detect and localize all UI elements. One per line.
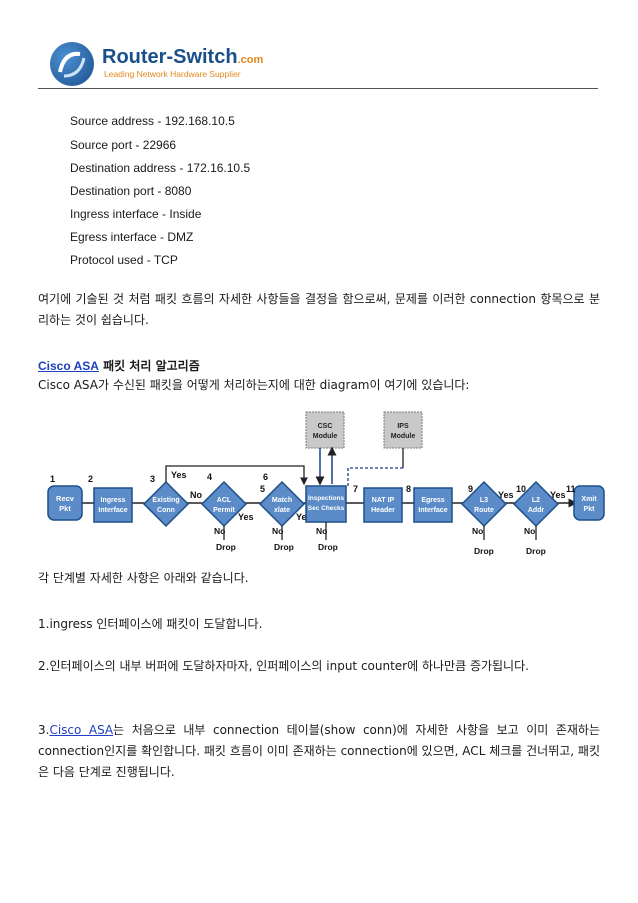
yes-label-4: Yes	[238, 512, 254, 522]
step-recv-pkt: Recv Pkt 1	[47, 474, 83, 521]
svg-text:4: 4	[207, 472, 212, 482]
csc-module: CSC Module	[305, 411, 345, 486]
svg-text:Ingress: Ingress	[101, 497, 126, 504]
section-title: 패킷 처리 알고리즘	[98, 359, 200, 373]
svg-text:xlate: xlate	[274, 507, 290, 514]
spec-protocol: Protocol used - TCP	[70, 253, 178, 267]
yes-label-10: Yes	[550, 490, 566, 500]
step-acl-permit: ACL Permit 4 No Drop	[200, 472, 248, 552]
spec-destination-address: Destination address - 172.16.10.5	[70, 161, 251, 175]
svg-text:Egress: Egress	[421, 497, 444, 504]
svg-text:Match: Match	[272, 497, 292, 504]
ips-module: IPS Module	[347, 411, 423, 486]
step-ingress-interface: Ingress Interface 2	[88, 474, 133, 523]
spec-destination-port: Destination port - 8080	[70, 184, 192, 198]
logo-tagline: Leading Network Hardware Supplier	[104, 69, 241, 79]
section-heading: Cisco ASA 패킷 처리 알고리즘	[38, 357, 200, 374]
step-xmit-pkt: Xmit Pkt 11	[566, 484, 605, 521]
site-logo[interactable]: Router-Switch.com Leading Network Hardwa…	[50, 42, 263, 88]
svg-text:No: No	[272, 526, 283, 536]
cisco-asa-link[interactable]: Cisco ASA	[38, 359, 99, 373]
svg-text:Module: Module	[391, 433, 416, 440]
svg-text:L3: L3	[480, 497, 488, 504]
svg-text:ACL: ACL	[217, 497, 232, 504]
logo-name: Router-Switch.com	[102, 46, 264, 68]
svg-text:No: No	[524, 526, 535, 536]
step-5-number: 5	[260, 484, 265, 494]
svg-text:1: 1	[50, 474, 55, 484]
svg-text:7: 7	[353, 484, 358, 494]
svg-text:Header: Header	[371, 507, 395, 514]
step-egress-interface: Egress Interface 8	[406, 484, 453, 523]
drop-label-xlate: Drop	[274, 542, 294, 552]
yes-label-6: Yes	[296, 512, 312, 522]
svg-text:IPS: IPS	[397, 423, 409, 430]
svg-text:No: No	[472, 526, 483, 536]
steps-intro: 각 단계별 자세한 사항은 아래와 같습니다.	[38, 571, 249, 585]
svg-text:Inspections: Inspections	[308, 495, 345, 502]
yes-bypass-line	[165, 465, 308, 486]
svg-text:NAT IP: NAT IP	[372, 497, 395, 504]
svg-text:6: 6	[263, 472, 268, 482]
diagram-caption: Cisco ASA가 수신된 패킷을 어떻게 처리하는지에 대한 diagram…	[38, 378, 470, 392]
svg-text:Interface: Interface	[98, 507, 127, 514]
step-l2-addr: L2 Addr 10 No Drop	[512, 480, 560, 556]
svg-text:Route: Route	[474, 507, 494, 514]
logo-icon	[50, 42, 94, 86]
drop-label-acl: Drop	[216, 542, 236, 552]
step-nat-ip-header: NAT IP Header 7	[353, 484, 403, 523]
no-label-3: No	[190, 490, 202, 500]
step-inspections: Inspections Sec Checks No Drop	[305, 485, 347, 552]
yes-label-3: Yes	[171, 470, 187, 480]
step-1-text: 1.ingress 인터페이스에 패킷이 도달합니다.	[38, 617, 263, 631]
step-3-text: 3.Cisco ASA는 처음으로 내부 connection 테이블(show…	[38, 723, 600, 779]
cisco-asa-link-2[interactable]: Cisco ASA	[49, 723, 114, 737]
svg-text:3: 3	[150, 474, 155, 484]
drop-label-inspections: Drop	[318, 542, 338, 552]
svg-text:10: 10	[516, 484, 526, 494]
drop-label-l2: Drop	[526, 546, 546, 556]
svg-text:Module: Module	[313, 433, 338, 440]
svg-text:Addr: Addr	[528, 507, 545, 514]
step-existing-conn: Existing Conn 3	[142, 474, 190, 528]
spec-egress-interface: Egress interface - DMZ	[70, 230, 194, 244]
step-match-xlate: Match xlate 6 No Drop	[258, 472, 306, 552]
svg-text:L2: L2	[532, 497, 540, 504]
svg-text:2: 2	[88, 474, 93, 484]
intro-paragraph: 여기에 기술된 것 처럼 패킷 흐름의 자세한 사항들을 결정을 함으로써, 문…	[38, 292, 600, 327]
step-2-text: 2.인터페이스의 내부 버퍼에 도달하자마자, 인퍼페이스의 input cou…	[38, 659, 529, 673]
svg-text:Interface: Interface	[418, 507, 447, 514]
svg-text:Pkt: Pkt	[59, 504, 71, 513]
svg-text:No: No	[214, 526, 225, 536]
header-divider	[38, 88, 598, 89]
packet-flow-diagram: Recv Pkt 1 Ingress Interface 2 Existing …	[47, 411, 605, 556]
svg-text:CSC: CSC	[318, 423, 333, 430]
svg-text:Pkt: Pkt	[584, 506, 596, 513]
spec-source-port: Source port - 22966	[70, 138, 177, 152]
svg-text:8: 8	[406, 484, 411, 494]
svg-text:Existing: Existing	[152, 497, 179, 504]
svg-text:Sec Checks: Sec Checks	[308, 505, 345, 512]
drop-label-l3: Drop	[474, 546, 494, 556]
svg-text:11: 11	[566, 484, 576, 494]
spec-ingress-interface: Ingress interface - Inside	[70, 207, 202, 221]
spec-source-address: Source address - 192.168.10.5	[70, 114, 235, 128]
svg-text:Recv: Recv	[56, 494, 75, 503]
svg-text:Xmit: Xmit	[581, 496, 597, 503]
step-l3-route: L3 Route 9 No Drop	[460, 480, 508, 556]
svg-text:No: No	[316, 526, 327, 536]
svg-text:Permit: Permit	[213, 507, 235, 514]
svg-text:9: 9	[468, 484, 473, 494]
svg-text:Conn: Conn	[157, 507, 175, 514]
yes-label-9: Yes	[498, 490, 514, 500]
